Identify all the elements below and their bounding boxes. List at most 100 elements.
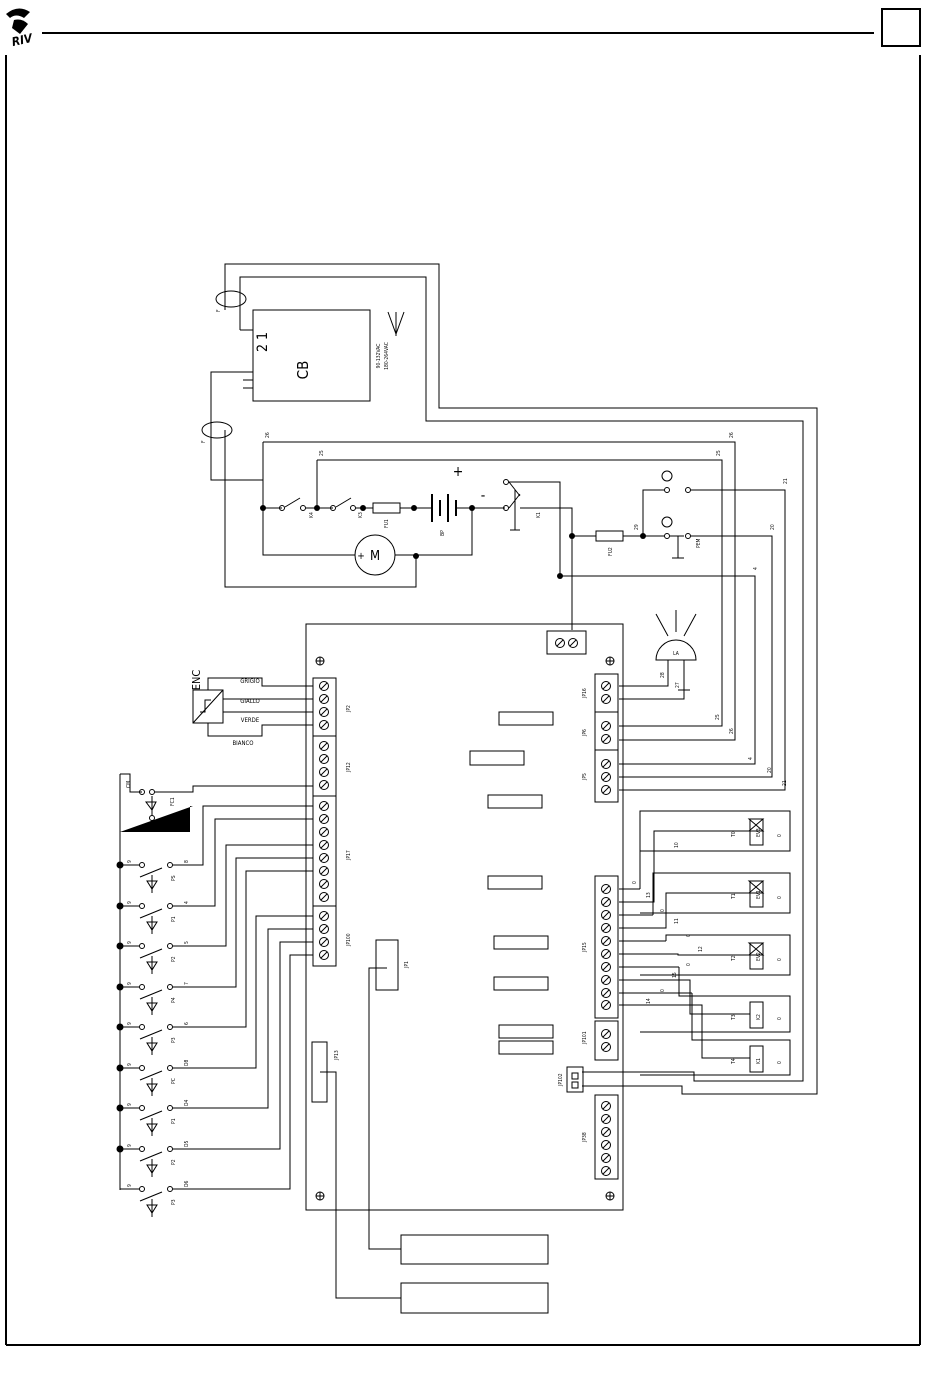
fuse-top: F (215, 290, 247, 312)
right-terminal-12 (601, 936, 611, 946)
wire-21: 21 (783, 478, 789, 484)
valve-wire-b-5 (619, 1004, 750, 1059)
input-switch-lever-4 (139, 989, 163, 1000)
valve-terminal-label-2: T1 (731, 893, 737, 900)
right-terminal-17-slash (602, 1001, 610, 1009)
right-terminal-21 (601, 1114, 611, 1124)
valve-terminal-label-1: T0 (731, 831, 737, 838)
left-terminal-2-slash (320, 695, 328, 703)
logo-text: RIV (10, 31, 35, 49)
input-route-5 (173, 870, 313, 1028)
valve-symbol-1 (747, 818, 765, 832)
left-terminal-8 (319, 780, 329, 790)
input-wire-number-3: 5 (184, 941, 190, 944)
right-terminal-22-slash (602, 1128, 610, 1136)
input-route-4 (173, 857, 313, 988)
right-terminal-7-slash (602, 786, 610, 794)
input-wire-number-5: 6 (184, 1022, 190, 1025)
jp15-label: JP15 (582, 942, 588, 953)
input-top-code: CM (126, 781, 132, 788)
jp13-label: JP13 (334, 1050, 340, 1061)
wire-4-jp5: 4 (748, 757, 754, 760)
input-route-8 (173, 941, 313, 1150)
wire-0-b: 0 (660, 909, 666, 912)
input-switch-lever-9 (139, 1191, 163, 1202)
input-switch-lever-3 (139, 948, 163, 959)
right-terminal-3 (601, 721, 611, 731)
right-terminal-23-slash (602, 1141, 610, 1149)
wire-20: 20 (770, 524, 776, 530)
jp6-label: JP6 (582, 729, 588, 737)
right-terminal-9-slash (602, 898, 610, 906)
right-terminal-10-slash (602, 911, 610, 919)
wire-20-jp5: 20 (767, 767, 773, 773)
input-label-5: P3 (171, 1037, 177, 1043)
valve-label-1: EV3 (756, 828, 762, 837)
left-terminal-7 (319, 767, 329, 777)
wire-25-jp6: 25 (715, 714, 721, 720)
input-switch-symbol-9 (146, 1199, 158, 1217)
jp17-label: JP17 (346, 850, 352, 861)
right-terminal-12-slash (602, 937, 610, 945)
right-terminal-6 (601, 772, 611, 782)
wire-12: 12 (698, 946, 704, 952)
valve-wire-b-3 (619, 953, 750, 956)
valve-wire-b-4 (619, 979, 750, 1015)
enc-label: ENC (190, 670, 203, 691)
jp16-label: JP16 (582, 688, 588, 699)
left-terminal-1 (319, 681, 329, 691)
left-terminal-19-slash (320, 938, 328, 946)
wire-4: 4 (753, 567, 759, 570)
valve-zero-label-5: 0 (777, 1061, 783, 1064)
wire-0-e: 0 (660, 989, 666, 992)
input-common-number-6: 9 (127, 1063, 133, 1066)
pem-label: PEM (696, 538, 702, 548)
valve-loop-3 (640, 934, 791, 976)
cb-label: CB (294, 361, 312, 380)
right-terminal-8 (601, 884, 611, 894)
right-terminal-9 (601, 897, 611, 907)
input-route-2 (173, 818, 313, 907)
wire-0-c: 0 (686, 934, 692, 937)
input-contact-b-2 (167, 903, 173, 909)
valve-label-5: K1 (756, 1058, 762, 1064)
right-connectors: JP16 JP6 JP5 JP15 JP101 JP102 JP38 (558, 673, 619, 1180)
input-common-number-5: 9 (127, 1022, 133, 1025)
left-terminal-12 (319, 840, 329, 850)
battery-label: BP (440, 530, 446, 536)
input-contact-a-4 (139, 984, 145, 990)
right-terminal-18 (601, 1029, 611, 1039)
right-terminal-17 (601, 1000, 611, 1010)
right-terminal-21-slash (602, 1115, 610, 1123)
valve-symbol-2 (747, 880, 765, 894)
wire-25-right: 25 (716, 450, 722, 456)
input-contact-b-3 (167, 943, 173, 949)
left-terminal-7-slash (320, 768, 328, 776)
right-terminal-10 (601, 910, 611, 920)
jp2-label: JP2 (346, 705, 352, 713)
jp101-label: JP101 (582, 1031, 588, 1045)
cb-rating-1: 90-132VAC (376, 344, 382, 369)
wire-15: 15 (672, 972, 678, 978)
left-terminal-14 (319, 866, 329, 876)
input-label-7: P1 (171, 1118, 177, 1124)
left-terminal-6 (319, 754, 329, 764)
right-terminal-11-slash (602, 924, 610, 932)
right-terminal-14-slash (602, 963, 610, 971)
wire-0-a: 0 (632, 881, 638, 884)
input-switch-lever-8 (139, 1151, 163, 1162)
right-terminal-3-slash (602, 722, 610, 730)
right-terminal-15 (601, 975, 611, 985)
enc-wire-2: GIALLO (240, 698, 260, 705)
left-terminal-11-slash (320, 828, 328, 836)
lamp-label: LA (673, 651, 680, 657)
input-route-3 (173, 844, 313, 947)
left-terminal-12-slash (320, 841, 328, 849)
right-terminal-7 (601, 785, 611, 795)
motor-plus: + (357, 551, 365, 562)
input-contact-b-5 (167, 1024, 173, 1030)
relay-k4-label: K4 (309, 512, 315, 518)
valve-wire-b-1 (619, 830, 750, 903)
